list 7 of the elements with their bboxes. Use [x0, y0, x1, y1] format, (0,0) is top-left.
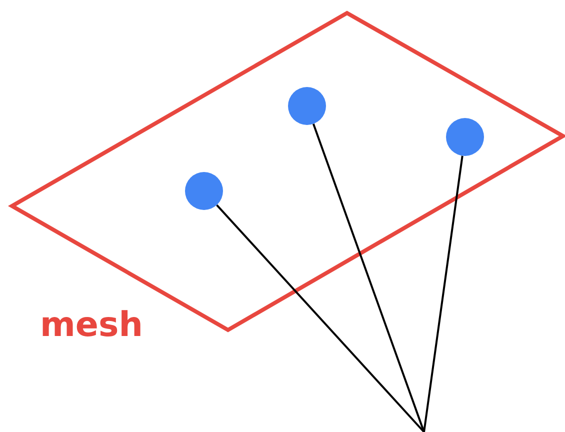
line	[312, 124, 425, 432]
dot	[288, 87, 326, 125]
mesh-label: mesh	[40, 305, 143, 345]
line	[216, 204, 425, 432]
line	[423, 156, 464, 432]
dot	[446, 118, 484, 156]
dot	[185, 172, 223, 210]
